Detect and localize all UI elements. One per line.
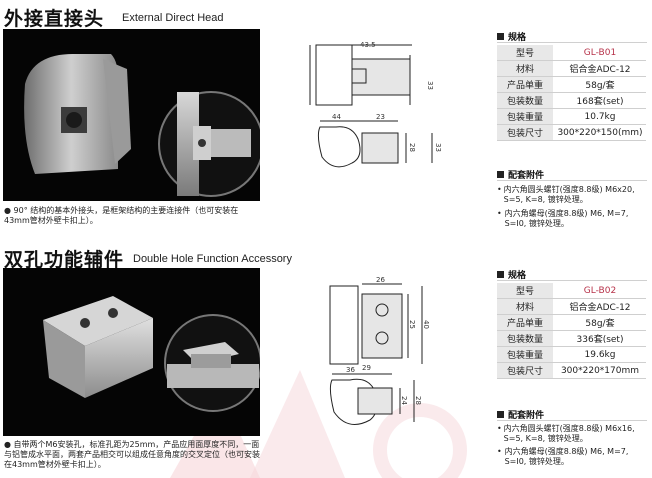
section1-dim-28: 28 xyxy=(408,143,416,152)
section2-dim-36: 36 xyxy=(346,366,355,374)
section2-dim-24: 24 xyxy=(400,396,408,405)
bullet-icon: • xyxy=(497,447,502,456)
section2-spec-heading: 规格 xyxy=(497,268,526,281)
bullet-icon: • xyxy=(497,185,502,194)
section2-accessories: •内六角圆头螺钉(强度8.8级) M6x16, S=5, K=8, 镀锌处理。 … xyxy=(497,424,649,467)
section2-note: ● 自带两个M6安装孔，标准孔距为25mm，产品应用面厚度不同，一面与铝管成水平… xyxy=(4,440,260,469)
section1-dim-23: 23 xyxy=(376,113,385,121)
bullet-icon: ● xyxy=(4,440,11,449)
section1-spec-divider xyxy=(497,42,647,43)
list-item: •内六角圆头螺钉(强度8.8级) M6x16, S=5, K=8, 镀锌处理。 xyxy=(497,424,635,443)
table-row: 材料铝合金ADC-12 xyxy=(497,298,646,315)
section1-acc-divider xyxy=(497,180,647,181)
double-hole-accessory-image xyxy=(43,296,262,412)
section1-title-cn: 外接直接头 xyxy=(4,8,105,30)
section2-dim-40: 40 xyxy=(422,320,430,329)
section2-spec-divider xyxy=(497,280,647,281)
square-icon xyxy=(497,33,504,40)
section2-dim-28: 28 xyxy=(414,396,422,405)
square-icon xyxy=(497,171,504,178)
section1-product-photo xyxy=(3,29,264,201)
section2-dim-26: 26 xyxy=(376,276,385,284)
section1-spec-heading: 规格 xyxy=(497,30,526,43)
section1-technical-drawing: 43.5 33 44 23 28 33 xyxy=(309,41,442,168)
section2-title-en: Double Hole Function Accessory xyxy=(133,253,292,265)
section2-dim-29: 29 xyxy=(362,364,371,372)
section1-dim-44: 44 xyxy=(332,113,341,121)
section1-dim-height: 33 xyxy=(426,81,434,90)
section2-technical-drawing: 26 25 40 29 36 24 28 xyxy=(329,276,430,425)
section1-dim-33b: 33 xyxy=(434,143,442,152)
list-item: •内六角圆头螺钉(强度8.8级) M6x20, S=5, K=8, 镀锌处理。 xyxy=(497,185,635,204)
section1-dim-width: 43.5 xyxy=(360,41,376,49)
square-icon xyxy=(497,411,504,418)
section2-dim-25: 25 xyxy=(408,320,416,329)
table-row: 材料铝合金ADC-12 xyxy=(497,60,646,77)
section1-accessories: •内六角圆头螺钉(强度8.8级) M6x20, S=5, K=8, 镀锌处理。 … xyxy=(497,185,649,229)
bullet-icon: ● xyxy=(4,206,11,215)
bullet-icon: • xyxy=(497,209,502,218)
square-icon xyxy=(497,271,504,278)
section1-title-en: External Direct Head xyxy=(122,12,224,24)
bullet-icon: • xyxy=(497,424,502,433)
section2-title-cn: 双孔功能辅件 xyxy=(4,249,125,271)
section2-acc-heading: 配套附件 xyxy=(497,408,544,421)
external-direct-head-image xyxy=(24,54,264,197)
section1-acc-heading: 配套附件 xyxy=(497,168,544,181)
section2-product-photo xyxy=(3,268,262,436)
section2-acc-divider xyxy=(497,420,647,421)
section1-note: ● 90° 结构的基本外接头，是框架结构的主要连接件（也可安装在43mm管材外壁… xyxy=(4,206,239,225)
list-item: •内六角螺母(强度8.8级) M6, M=7, S=I0, 镀锌处理。 xyxy=(497,209,629,228)
list-item: •内六角螺母(强度8.8级) M6, M=7, S=I0, 镀锌处理。 xyxy=(497,447,629,466)
